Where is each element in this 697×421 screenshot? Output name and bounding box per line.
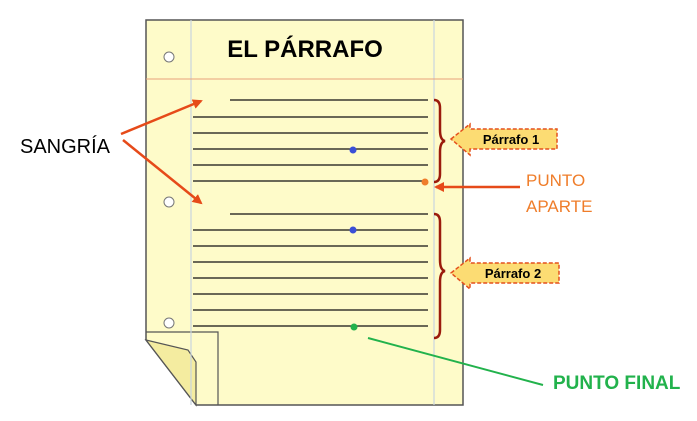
paper-sheet <box>144 19 464 407</box>
punto-final-label: PUNTO FINAL <box>553 373 681 394</box>
binder-hole-top <box>163 51 175 63</box>
period-dot-blue <box>349 226 357 234</box>
tag-label: Párrafo 1 <box>483 132 539 147</box>
paragraph-2-lines <box>193 213 428 327</box>
page-title: EL PÁRRAFO <box>227 35 383 63</box>
binder-hole-middle <box>163 196 175 208</box>
tag-arrow-shape <box>449 122 558 157</box>
paper-fold <box>144 339 197 407</box>
punto-aparte-label-line1: PUNTO <box>526 171 585 190</box>
paragraph-2-tag: Párrafo 2 <box>449 256 560 291</box>
punto-final-pointer <box>367 337 544 386</box>
paper-body <box>145 19 464 406</box>
sangria-arrow-top <box>120 99 203 136</box>
tag-arrow-shape <box>449 256 560 291</box>
punto-final-dot <box>350 323 358 331</box>
punto-aparte-dot <box>421 178 429 186</box>
paragraph-1-lines <box>193 99 428 182</box>
paper-fold-edge <box>146 331 219 405</box>
period-dot-blue <box>349 146 357 154</box>
paragraph-1-tag: Párrafo 1 <box>449 122 558 157</box>
paragraph-2-brace <box>433 212 446 340</box>
sangria-arrow-bottom <box>122 139 203 205</box>
punto-aparte-label-line2: APARTE <box>526 197 592 216</box>
paragraph-1-brace <box>433 98 446 184</box>
binder-hole-bottom <box>163 317 175 329</box>
tag-label: Párrafo 2 <box>485 266 541 281</box>
sangria-label: SANGRÍA <box>20 135 111 158</box>
